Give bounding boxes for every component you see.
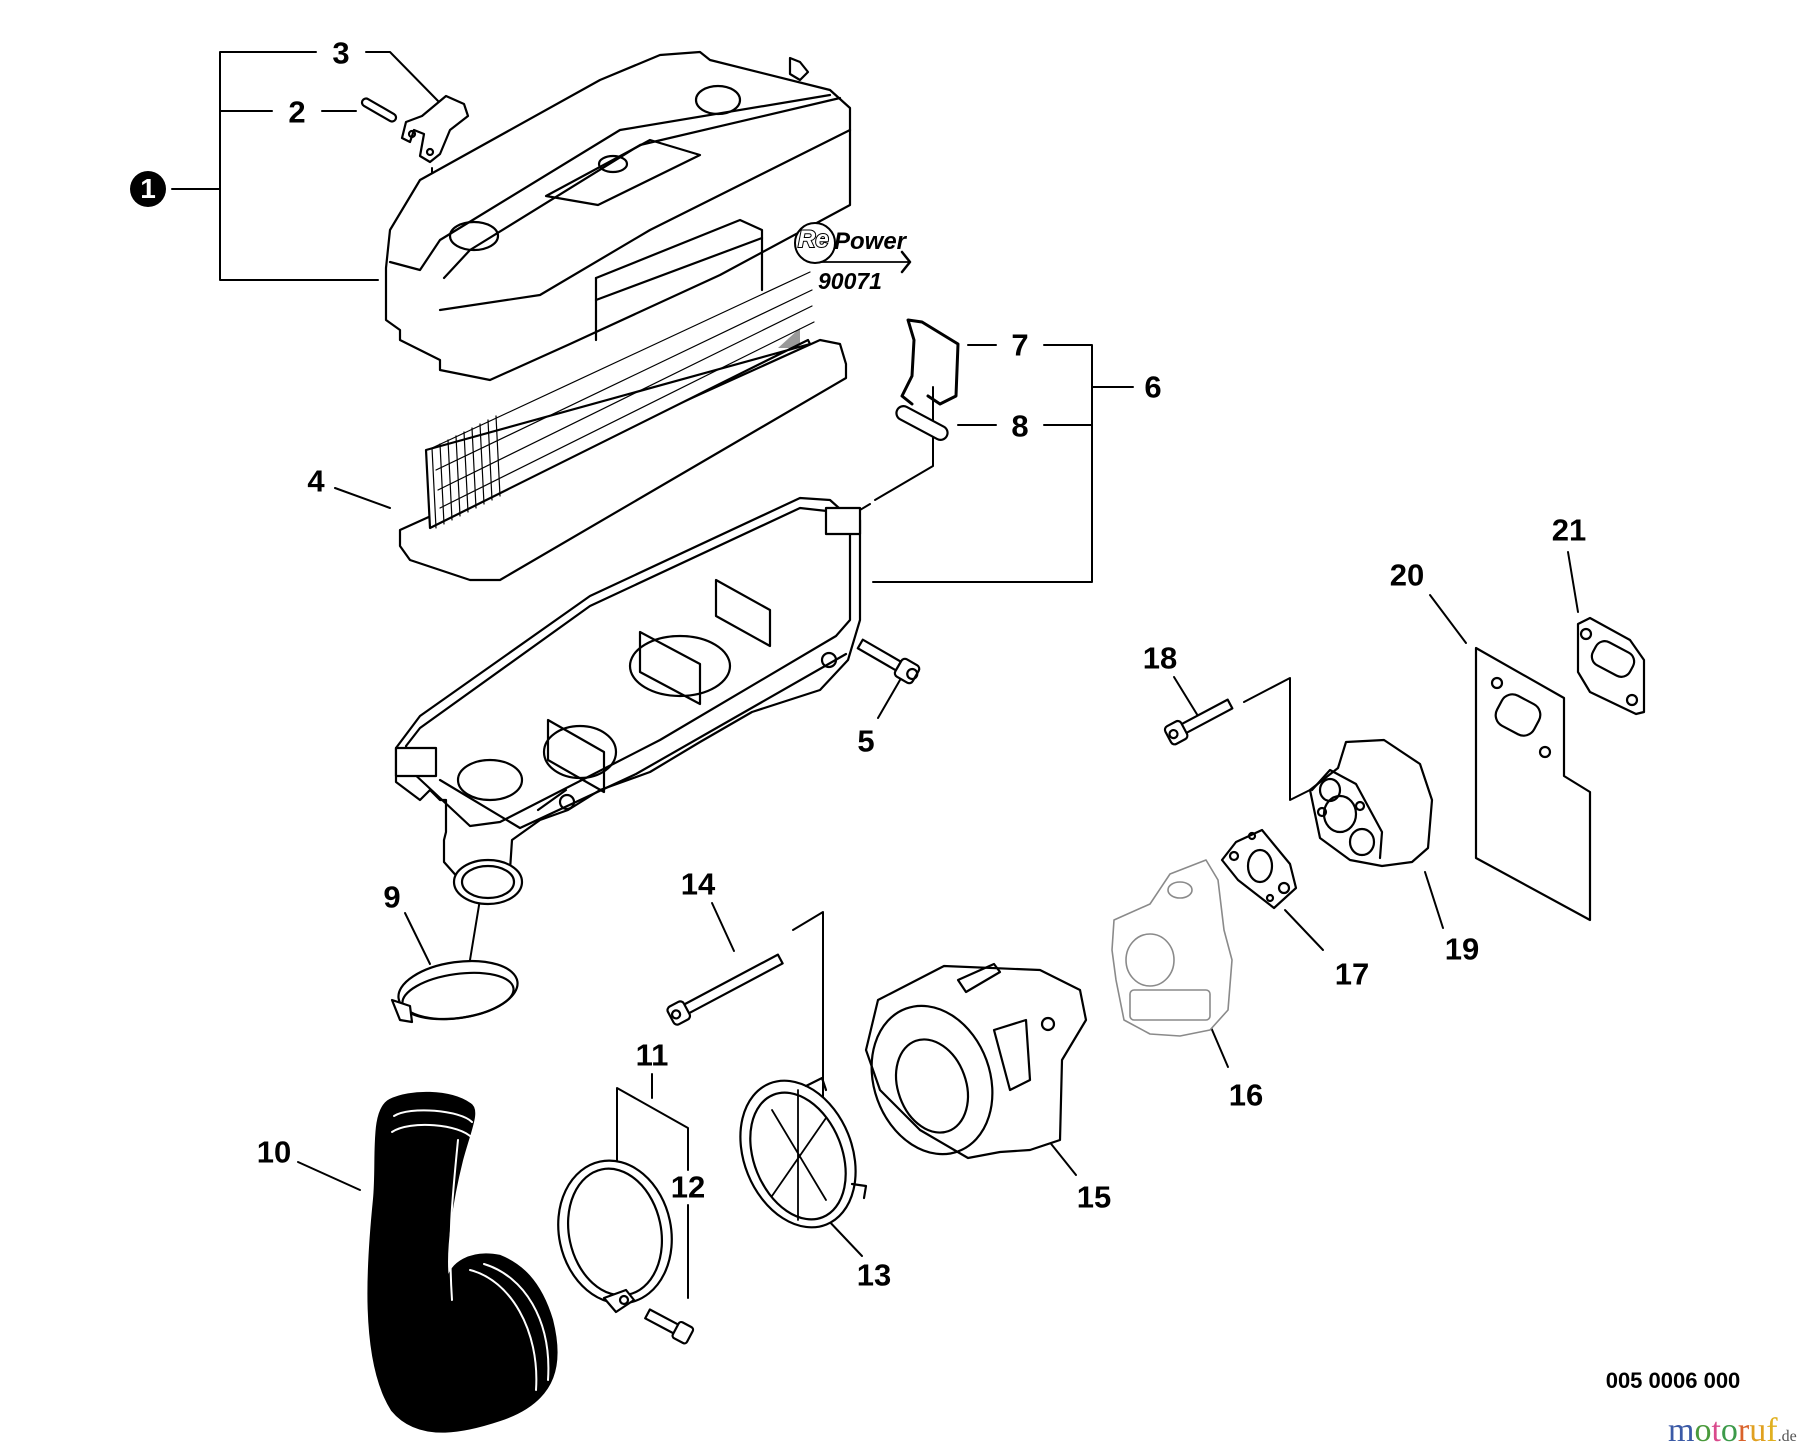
leader-9 — [404, 912, 431, 965]
callout-21[interactable]: 21 — [1551, 512, 1587, 548]
bolt-part-14 — [666, 953, 784, 1026]
callout-16[interactable]: 16 — [1228, 1077, 1264, 1113]
callout-4[interactable]: 4 — [307, 463, 325, 499]
air-filter-part — [398, 271, 848, 582]
gasket-part-21 — [1576, 616, 1646, 716]
pin-part — [360, 97, 398, 123]
watermark-letter: u — [1749, 1412, 1767, 1449]
screw-part-12 — [644, 1308, 695, 1345]
leader-14 — [711, 902, 735, 952]
intake-pipe-part — [367, 1091, 558, 1433]
callout-20[interactable]: 20 — [1389, 557, 1425, 593]
leader-20 — [1429, 594, 1467, 644]
watermark-tld: .de — [1777, 1428, 1797, 1445]
watermark-letter: o — [1720, 1412, 1738, 1449]
watermark-letter: r — [1737, 1412, 1750, 1449]
repower-brand-text: Power — [834, 228, 907, 255]
callout-12[interactable]: 12 — [670, 1169, 706, 1205]
watermark-letter: f — [1766, 1412, 1778, 1449]
callout-18[interactable]: 18 — [1142, 640, 1178, 676]
wire-clip-part — [900, 318, 960, 406]
bolt-part-5 — [856, 638, 921, 685]
callout-17[interactable]: 17 — [1334, 956, 1370, 992]
latch-part — [400, 94, 470, 164]
hose-clamp-part — [390, 959, 519, 1024]
heat-shield-part — [1474, 646, 1592, 922]
document-number: 005 0006 000 — [1605, 1368, 1741, 1393]
grommet-axis-line — [874, 386, 934, 501]
leader-13 — [825, 1217, 863, 1257]
callout-15[interactable]: 15 — [1076, 1179, 1112, 1215]
carburetor-part — [1111, 859, 1233, 1037]
callout-5[interactable]: 5 — [857, 723, 875, 759]
watermark-letter: o — [1694, 1412, 1712, 1449]
leader-3-part — [365, 51, 441, 104]
leader-21 — [1567, 551, 1579, 613]
repower-badge-icon — [794, 222, 836, 264]
callout-8[interactable]: 8 — [1011, 408, 1029, 444]
callout-11[interactable]: 11 — [635, 1037, 669, 1073]
grommet-part — [895, 405, 949, 441]
intake-plate-part — [739, 1076, 868, 1229]
leader-5 — [877, 679, 901, 719]
bolt-part-18 — [1163, 698, 1234, 746]
callout-3[interactable]: 3 — [332, 35, 350, 71]
motoruf-watermark: motoruf.de — [1668, 1412, 1797, 1450]
repower-pointer — [778, 250, 912, 348]
band-clamp-part — [557, 1159, 673, 1314]
insulator-part — [1308, 738, 1434, 868]
air-cleaner-case-part — [394, 496, 862, 906]
callout-19[interactable]: 19 — [1444, 931, 1480, 967]
bracket-11 — [616, 1087, 689, 1171]
callout-14[interactable]: 14 — [680, 866, 716, 902]
bracket-1 — [219, 51, 379, 281]
watermark-letter: m — [1668, 1412, 1695, 1449]
callout-10[interactable]: 10 — [256, 1134, 292, 1170]
callout-2[interactable]: 2 — [288, 94, 306, 130]
leader-4 — [334, 487, 391, 509]
repower-part-code: 90071 — [818, 268, 882, 294]
leader-10 — [297, 1161, 361, 1191]
watermark-letter: t — [1711, 1412, 1721, 1449]
callout-7[interactable]: 7 — [1011, 327, 1029, 363]
repower-badge-text: Re — [797, 225, 830, 254]
leader-19 — [1424, 871, 1444, 929]
callout-6[interactable]: 6 — [1144, 369, 1162, 405]
bracket-6 — [872, 344, 1093, 583]
callout-13[interactable]: 13 — [856, 1257, 892, 1293]
carburetor-cover-part — [864, 962, 1088, 1160]
callout-9[interactable]: 9 — [383, 879, 401, 915]
air-cleaner-cover-part — [384, 50, 852, 382]
bolt-18-axis — [1243, 677, 1319, 801]
leader-18 — [1173, 676, 1199, 717]
carburetor-gasket-part — [1220, 828, 1298, 910]
leader-16 — [1209, 1024, 1229, 1068]
leader-17 — [1284, 909, 1324, 951]
callout-1[interactable]: 1 — [130, 171, 166, 207]
